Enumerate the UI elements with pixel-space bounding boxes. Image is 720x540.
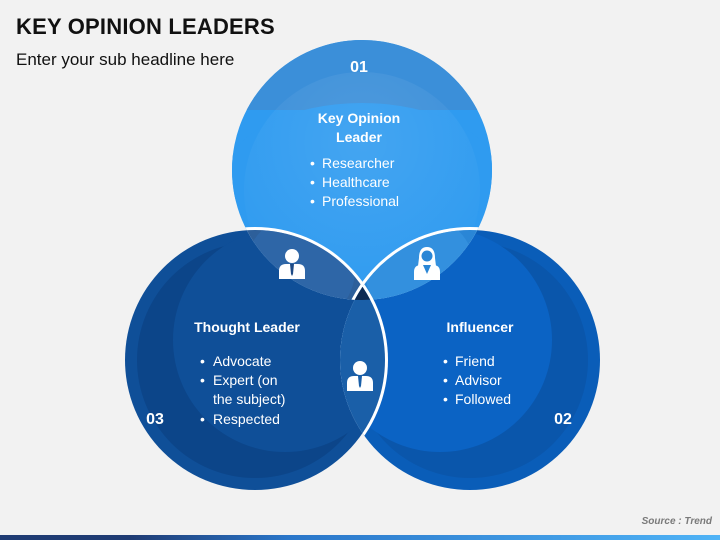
bullet-dot: •	[200, 372, 205, 388]
businesswoman-icon	[414, 247, 440, 280]
list-item: Respected	[213, 411, 280, 427]
circle-heading-line: Thought Leader	[194, 319, 300, 335]
list-item: Followed	[455, 391, 511, 407]
list-item: Friend	[455, 353, 495, 369]
bullet-dot: •	[310, 174, 315, 190]
page-title: KEY OPINION LEADERS	[16, 14, 275, 39]
circle-heading-line: Key Opinion	[318, 110, 400, 126]
list-item: the subject)	[213, 391, 285, 407]
bullet-dot: •	[443, 372, 448, 388]
bullet-dot: •	[443, 353, 448, 369]
circle-heading-line: Leader	[336, 129, 382, 145]
bottom-accent-bar	[0, 535, 720, 540]
list-item: Healthcare	[322, 174, 390, 190]
circle-number-03: 03	[146, 411, 164, 428]
businessman-icon	[347, 361, 373, 391]
businessman-icon	[279, 249, 305, 279]
list-item: Expert (on	[213, 372, 278, 388]
list-item: Advisor	[455, 372, 502, 388]
bullet-dot: •	[310, 155, 315, 171]
circle-number-02: 02	[554, 411, 572, 428]
bullet-dot: •	[200, 353, 205, 369]
bullet-dot: •	[310, 193, 315, 209]
circle-heading-line: Influencer	[447, 319, 514, 335]
circle-number-01: 01	[350, 59, 368, 76]
list-item: Professional	[322, 193, 399, 209]
bullet-dot: •	[200, 411, 205, 427]
page-subtitle: Enter your sub headline here	[16, 50, 235, 69]
list-item: Researcher	[322, 155, 395, 171]
bullet-dot: •	[443, 391, 448, 407]
source-note: Source : Trend	[641, 516, 712, 527]
list-item: Advocate	[213, 353, 272, 369]
